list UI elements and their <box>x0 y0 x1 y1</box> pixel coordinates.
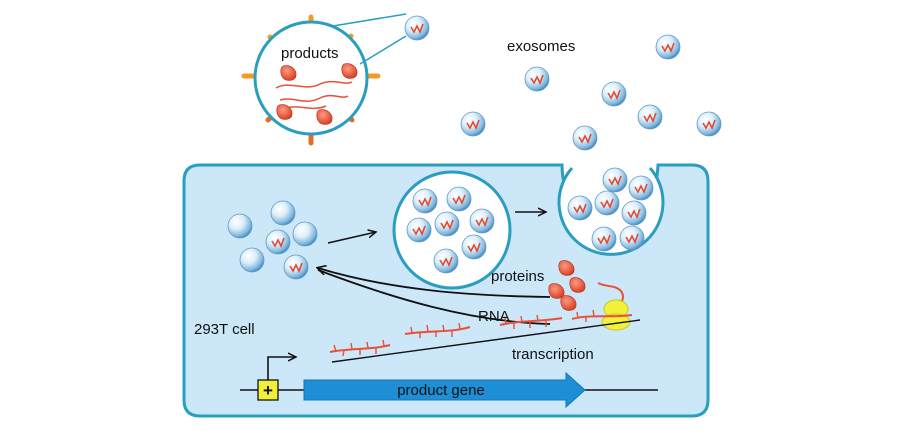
vesicle <box>567 195 593 221</box>
exosome <box>696 111 722 137</box>
vesicle <box>239 247 265 273</box>
zoom-line <box>359 35 407 65</box>
vesicle <box>619 225 645 251</box>
vesicle <box>434 211 460 237</box>
exosome <box>655 34 681 60</box>
vesicle <box>446 186 472 212</box>
ribosome-icon <box>601 299 631 331</box>
products-vesicle: products <box>241 14 381 146</box>
exosomes-label: exosomes <box>507 38 575 55</box>
vesicle <box>469 208 495 234</box>
vesicle <box>602 167 628 193</box>
promoter-box <box>257 379 279 401</box>
product-gene-label: product gene <box>397 382 485 399</box>
bent-arrow-icon <box>267 357 296 380</box>
rna-label: RNA <box>478 308 510 325</box>
vesicle <box>621 200 647 226</box>
cell-label: 293T cell <box>194 321 255 338</box>
exosome <box>404 15 430 41</box>
vesicle <box>594 190 620 216</box>
exosome <box>460 111 486 137</box>
vesicle <box>227 213 253 239</box>
promoter-plus: + <box>263 381 273 400</box>
return-arrow <box>318 268 551 298</box>
exosome <box>572 125 598 151</box>
mrna-bristles <box>333 309 595 357</box>
vesicle <box>461 234 487 260</box>
vesicle <box>292 221 318 247</box>
vesicle <box>270 200 296 226</box>
product-gene-arrow <box>303 371 586 409</box>
transcription-label: transcription <box>512 346 594 363</box>
vesicle <box>591 226 617 252</box>
released-exosomes <box>404 15 722 151</box>
exosome <box>524 66 550 92</box>
mrna-strands <box>329 314 633 353</box>
products-label: products <box>281 45 339 62</box>
dna-template-line <box>331 319 641 363</box>
vesicle <box>412 188 438 214</box>
exosome <box>601 81 627 107</box>
vesicle <box>406 217 432 243</box>
vesicle <box>433 248 459 274</box>
vesicle <box>628 175 654 201</box>
zoom-line <box>332 13 407 27</box>
vesicle <box>265 229 291 255</box>
vesicle <box>283 254 309 280</box>
exosome <box>637 104 663 130</box>
proteins-label: proteins <box>491 268 544 285</box>
flow-arrow <box>327 232 376 244</box>
